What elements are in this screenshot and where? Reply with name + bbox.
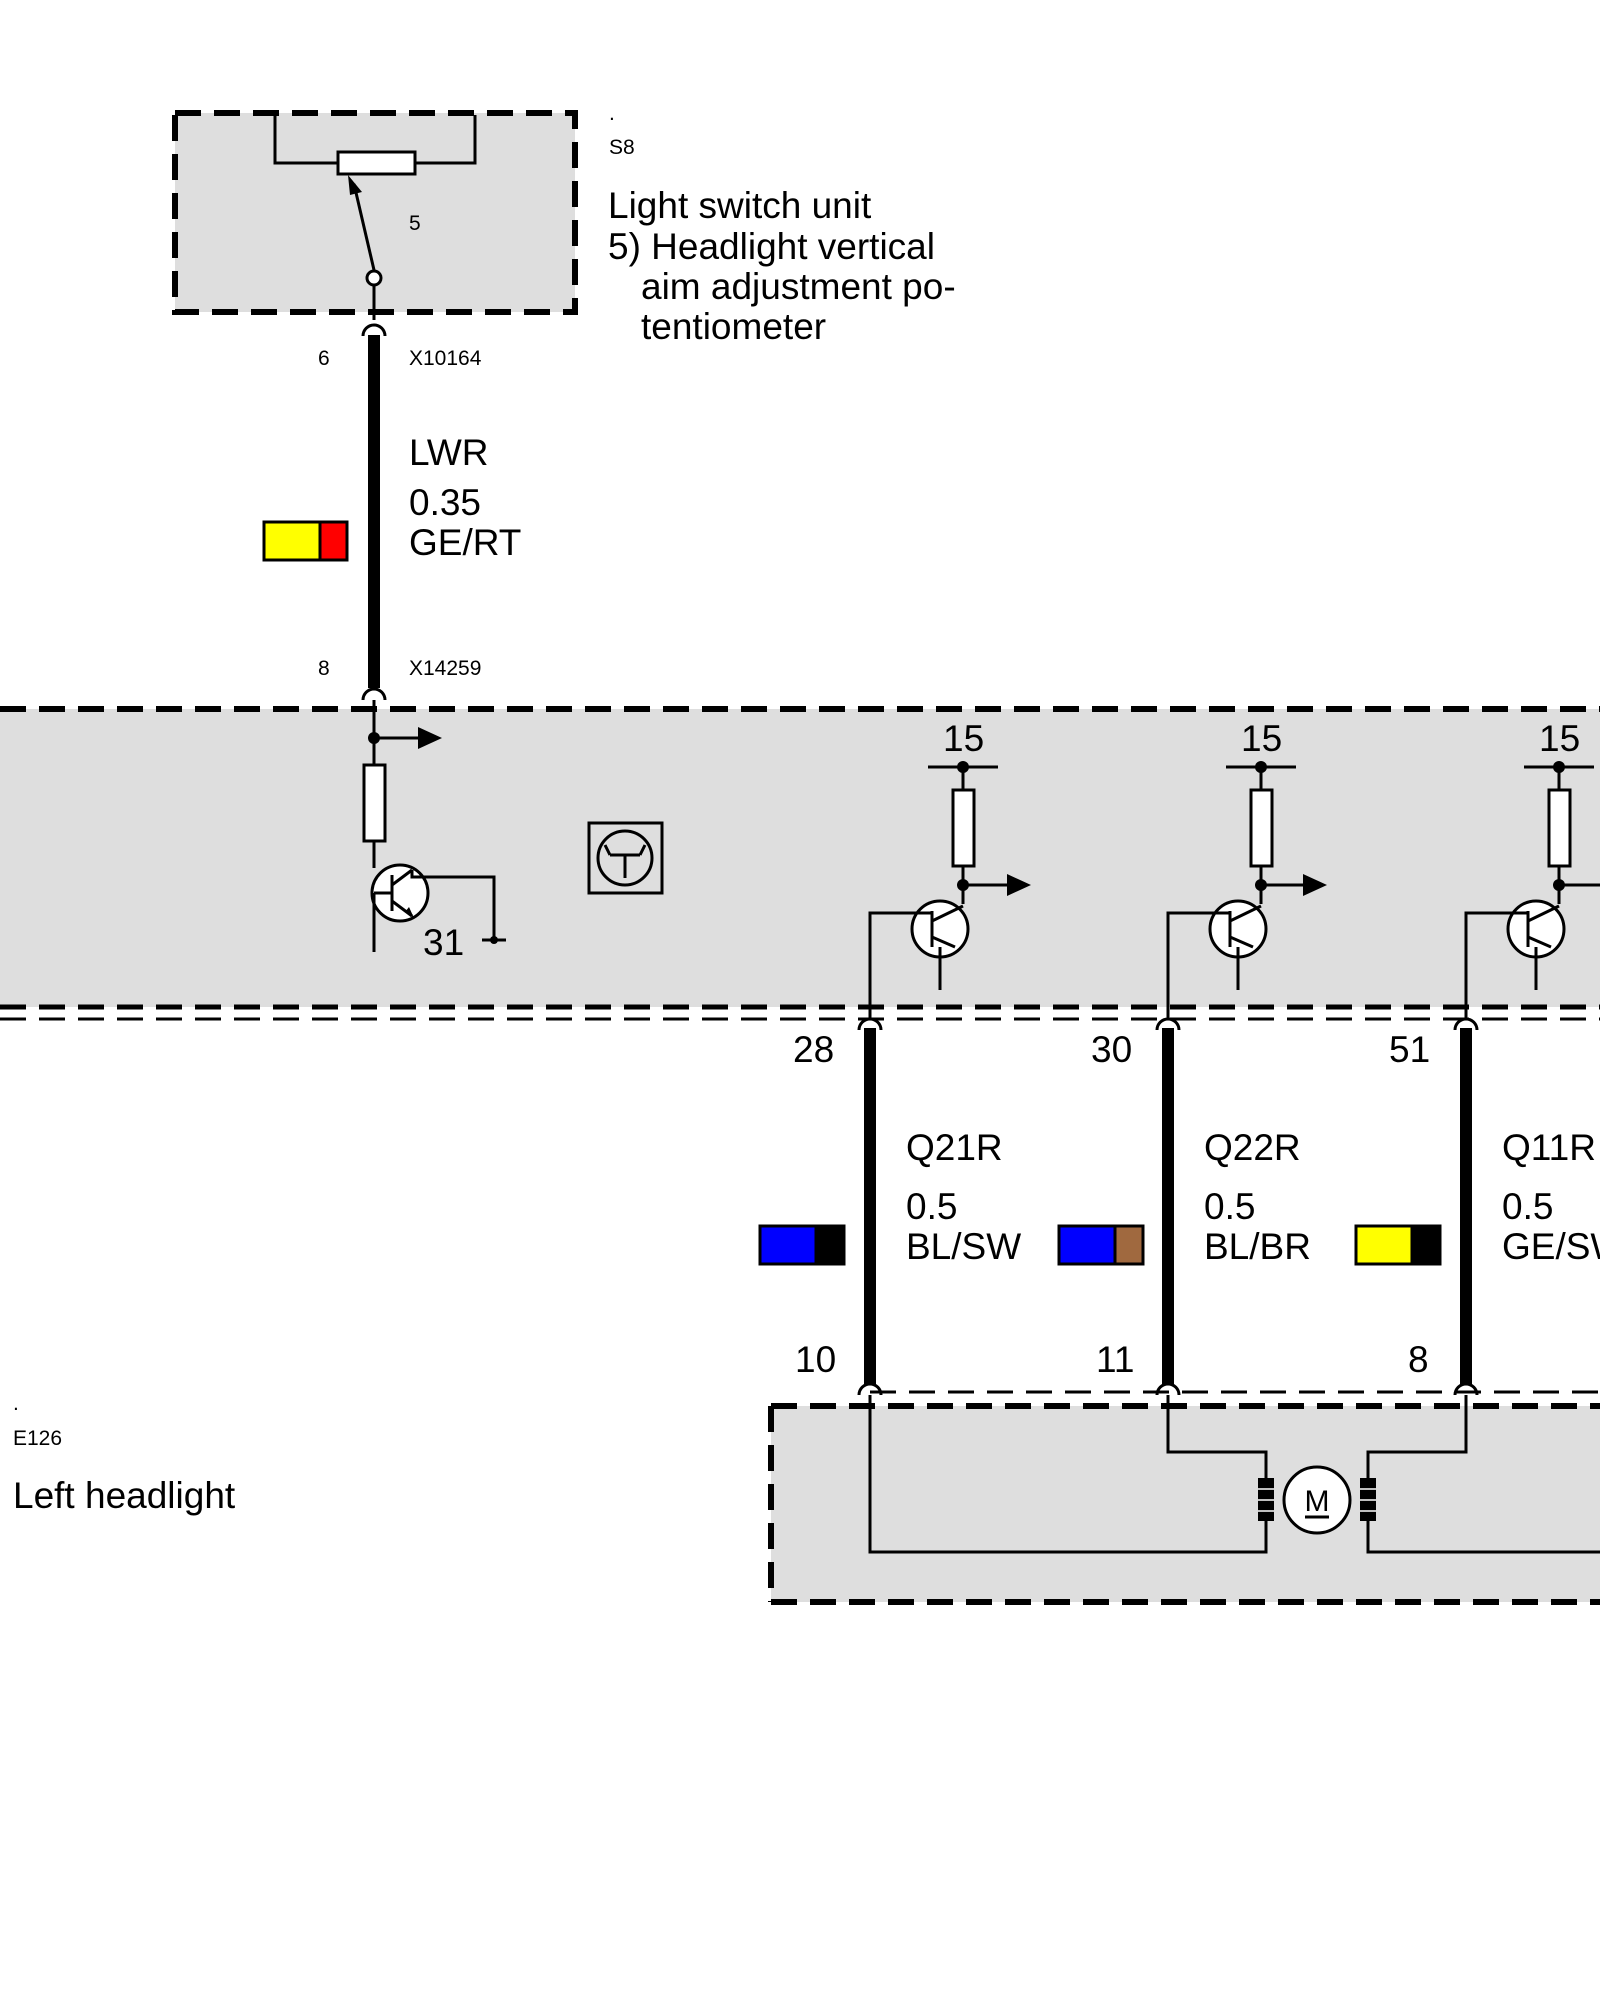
q11r-name: Q11R: [1502, 1127, 1596, 1168]
s8-desc-line2: aim adjustment po-: [641, 266, 956, 307]
input-resistor-icon: [362, 763, 387, 843]
q21r-bottom-pin: 10: [795, 1339, 836, 1380]
s8-title: Light switch unit: [608, 185, 872, 226]
wire-color-swatch-q22r-1: [1057, 1224, 1117, 1266]
s8-code: S8: [609, 136, 635, 159]
e126-dot: .: [13, 1392, 19, 1415]
wire-q22r: [1057, 1017, 1181, 1396]
wire-q11r: [1354, 1017, 1479, 1396]
lwr-gauge: 0.35: [409, 482, 481, 523]
q11r-bottom-pin: 8: [1408, 1339, 1429, 1380]
q21r-top-pin: 28: [793, 1029, 834, 1070]
q22r-bottom-pin: 11: [1096, 1339, 1134, 1380]
lwr-bottom-connector: X14259: [409, 657, 481, 680]
s8-desc-line1: 5) Headlight vertical: [608, 226, 935, 267]
output-stage-1: 15: [868, 718, 1031, 1018]
q21r-gauge: 0.5: [906, 1186, 957, 1227]
left-headlight: M: [768, 1390, 1600, 1605]
wire-q21r: [758, 1017, 883, 1396]
supply-label-3: 15: [1539, 718, 1580, 759]
lwr-top-pin: 6: [318, 347, 330, 370]
e126-code: E126: [13, 1427, 62, 1450]
wire-color-swatch-q11r-2: [1410, 1224, 1442, 1266]
q11r-gauge: 0.5: [1502, 1186, 1553, 1227]
q21r-color-code: BL/SW: [906, 1226, 1021, 1267]
q11r-top-pin: 51: [1389, 1029, 1430, 1070]
s8-dot: .: [609, 102, 615, 125]
potentiometer-pin-label: 5: [409, 212, 421, 235]
potentiometer-icon: [336, 150, 417, 176]
input-transistor-icon: [370, 863, 430, 923]
motor-symbol: M: [1305, 1485, 1330, 1518]
q22r-gauge: 0.5: [1204, 1186, 1255, 1227]
wire-color-swatch-lwr-2: [318, 520, 349, 562]
lwr-color-code: GE/RT: [409, 522, 521, 563]
output-stage-3: 15: [1464, 718, 1600, 1018]
q22r-color-code: BL/BR: [1204, 1226, 1311, 1267]
light-switch-unit: 5: [172, 110, 578, 320]
supply-label-1: 15: [943, 718, 984, 759]
motor-icon: M: [1258, 1465, 1376, 1535]
wire-color-swatch-q11r-1: [1354, 1224, 1414, 1266]
control-module: 31 15: [0, 700, 1600, 1021]
q22r-top-pin: 30: [1091, 1029, 1132, 1070]
wire-color-swatch-q21r-1: [758, 1224, 818, 1266]
lwr-bottom-pin: 8: [318, 657, 330, 680]
output-stage-2: 15: [1166, 718, 1327, 1018]
lwr-name: LWR: [409, 432, 488, 473]
ground-label: 31: [423, 922, 464, 963]
module-chip-icon: [587, 821, 664, 895]
q21r-name: Q21R: [906, 1127, 1003, 1168]
q22r-name: Q22R: [1204, 1127, 1301, 1168]
wire-lwr: [262, 323, 387, 701]
e126-title: Left headlight: [13, 1475, 236, 1516]
q11r-color-code: GE/SW: [1502, 1226, 1600, 1267]
wire-color-swatch-q21r-2: [814, 1224, 846, 1266]
lwr-top-connector: X10164: [409, 347, 482, 370]
wire-color-swatch-q22r-2: [1113, 1224, 1145, 1266]
supply-label-2: 15: [1241, 718, 1282, 759]
s8-desc-line3: tentiometer: [641, 306, 826, 347]
wire-color-swatch-lwr-1: [262, 520, 322, 562]
